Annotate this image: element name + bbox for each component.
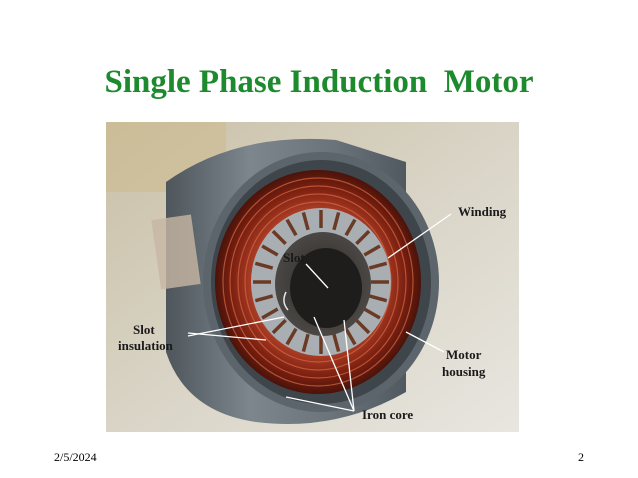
stator-slot — [301, 333, 310, 352]
stator-slot — [355, 229, 371, 246]
stator-slot — [254, 261, 274, 270]
motor-stator-photo: Winding Slot Slot insulation Motor housi… — [106, 122, 519, 432]
stator-slot — [355, 318, 371, 335]
stator-slot — [332, 212, 341, 231]
stator-slot — [271, 318, 287, 335]
label-slot-insulation-line2: insulation — [118, 338, 174, 353]
label-winding: Winding — [458, 204, 507, 219]
stator-slot — [271, 229, 287, 246]
label-iron-core: Iron core — [362, 407, 413, 422]
stator-slot — [344, 327, 357, 346]
footer-date: 2/5/2024 — [54, 450, 97, 464]
stator-slot — [261, 307, 279, 320]
stator-slot — [332, 333, 341, 352]
stator-slot — [368, 294, 388, 303]
stator-slot — [344, 218, 357, 237]
slide-title: Single Phase Induction Motor — [104, 64, 534, 100]
stator-slot — [254, 294, 274, 303]
label-motor-housing-line1: Motor — [446, 347, 482, 362]
stator-slots — [253, 210, 389, 354]
footer-page-number: 2 — [578, 450, 584, 464]
stator-slot — [285, 218, 298, 237]
stator-slot — [261, 244, 279, 257]
stator-slot — [301, 212, 310, 231]
label-motor-housing-line2: housing — [442, 364, 486, 379]
stator-slot — [285, 327, 298, 346]
stator-slot — [363, 307, 381, 320]
stator-slot — [368, 261, 388, 270]
label-slot: Slot — [283, 250, 305, 265]
stator-slot — [363, 244, 381, 257]
label-slot-insulation-line1: Slot — [133, 322, 155, 337]
